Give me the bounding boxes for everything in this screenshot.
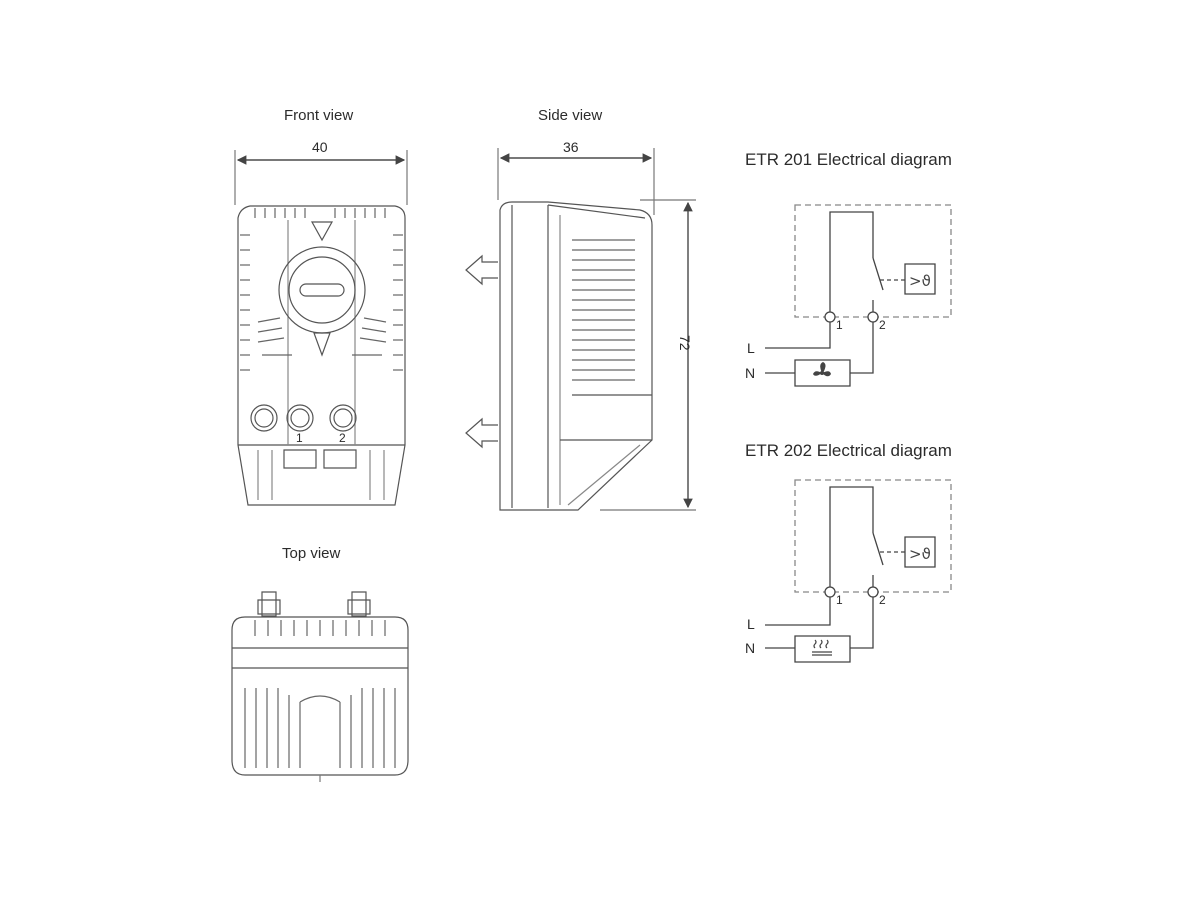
etr202-diagram: >ϑ xyxy=(765,480,951,662)
svg-text:>ϑ: >ϑ xyxy=(909,272,931,290)
etr201-line-N-label: N xyxy=(745,365,756,381)
etr201-thermostat-symbol xyxy=(905,264,935,294)
fan-icon xyxy=(813,362,831,377)
etr202-line-L-label: L xyxy=(747,616,755,632)
front-terminal-ground xyxy=(251,405,277,431)
etr201-line-L-label: L xyxy=(747,340,755,356)
side-body-outline xyxy=(500,202,652,510)
heater-icon xyxy=(812,640,832,655)
etr202-terminal-1-label: 1 xyxy=(836,593,843,607)
side-height-value: 72 xyxy=(677,335,693,351)
etr202-terminal-1 xyxy=(825,587,835,597)
etr201-terminal-1-label: 1 xyxy=(836,318,843,332)
etr201-diagram: >ϑ xyxy=(765,205,951,386)
setting-dial xyxy=(279,247,365,333)
etr202-terminal-2-label: 2 xyxy=(879,593,886,607)
etr202-switch-contact xyxy=(873,533,883,565)
din-clip-bottom-arrow xyxy=(466,419,498,447)
top-view-title: Top view xyxy=(282,545,341,562)
front-width-dimension xyxy=(235,150,407,205)
etr201-terminal-2 xyxy=(868,312,878,322)
setpoint-pointer xyxy=(312,222,332,240)
etr201-terminal-2-label: 2 xyxy=(879,318,886,332)
front-terminal-2 xyxy=(330,405,356,431)
front-terminal-1 xyxy=(287,405,313,431)
front-view xyxy=(235,150,407,505)
front-terminal-1-label: 1 xyxy=(296,431,303,445)
svg-text:>ϑ: >ϑ xyxy=(909,545,931,563)
front-side-vents xyxy=(240,235,403,370)
top-view xyxy=(232,592,408,782)
front-body-outline xyxy=(238,206,405,505)
etr202-diagram-title: ETR 202 Electrical diagram xyxy=(745,441,952,460)
etr201-diagram-title: ETR 201 Electrical diagram xyxy=(745,150,952,169)
top-vent-slats xyxy=(245,688,395,768)
etr201-terminal-1 xyxy=(825,312,835,322)
etr202-heater-load xyxy=(795,636,850,662)
side-vent-slats xyxy=(572,240,635,380)
front-terminal-2-label: 2 xyxy=(339,431,346,445)
din-clip-top-arrow xyxy=(466,256,498,284)
dial-slot xyxy=(300,284,344,296)
side-depth-value: 36 xyxy=(563,139,579,155)
top-clip-left xyxy=(262,592,276,616)
side-view-title: Side view xyxy=(538,107,603,124)
etr201-switch-contact xyxy=(873,258,883,290)
side-view xyxy=(466,148,696,510)
front-width-value: 40 xyxy=(312,139,328,155)
front-top-ribs xyxy=(255,208,385,218)
front-view-title: Front view xyxy=(284,107,354,124)
top-body-outline xyxy=(232,617,408,775)
etr202-line-N-label: N xyxy=(745,640,756,656)
side-depth-dimension xyxy=(498,148,654,215)
top-clip-right xyxy=(352,592,366,616)
etr202-terminal-2 xyxy=(868,587,878,597)
etr202-thermostat-symbol xyxy=(905,537,935,567)
side-height-dimension xyxy=(600,200,696,510)
